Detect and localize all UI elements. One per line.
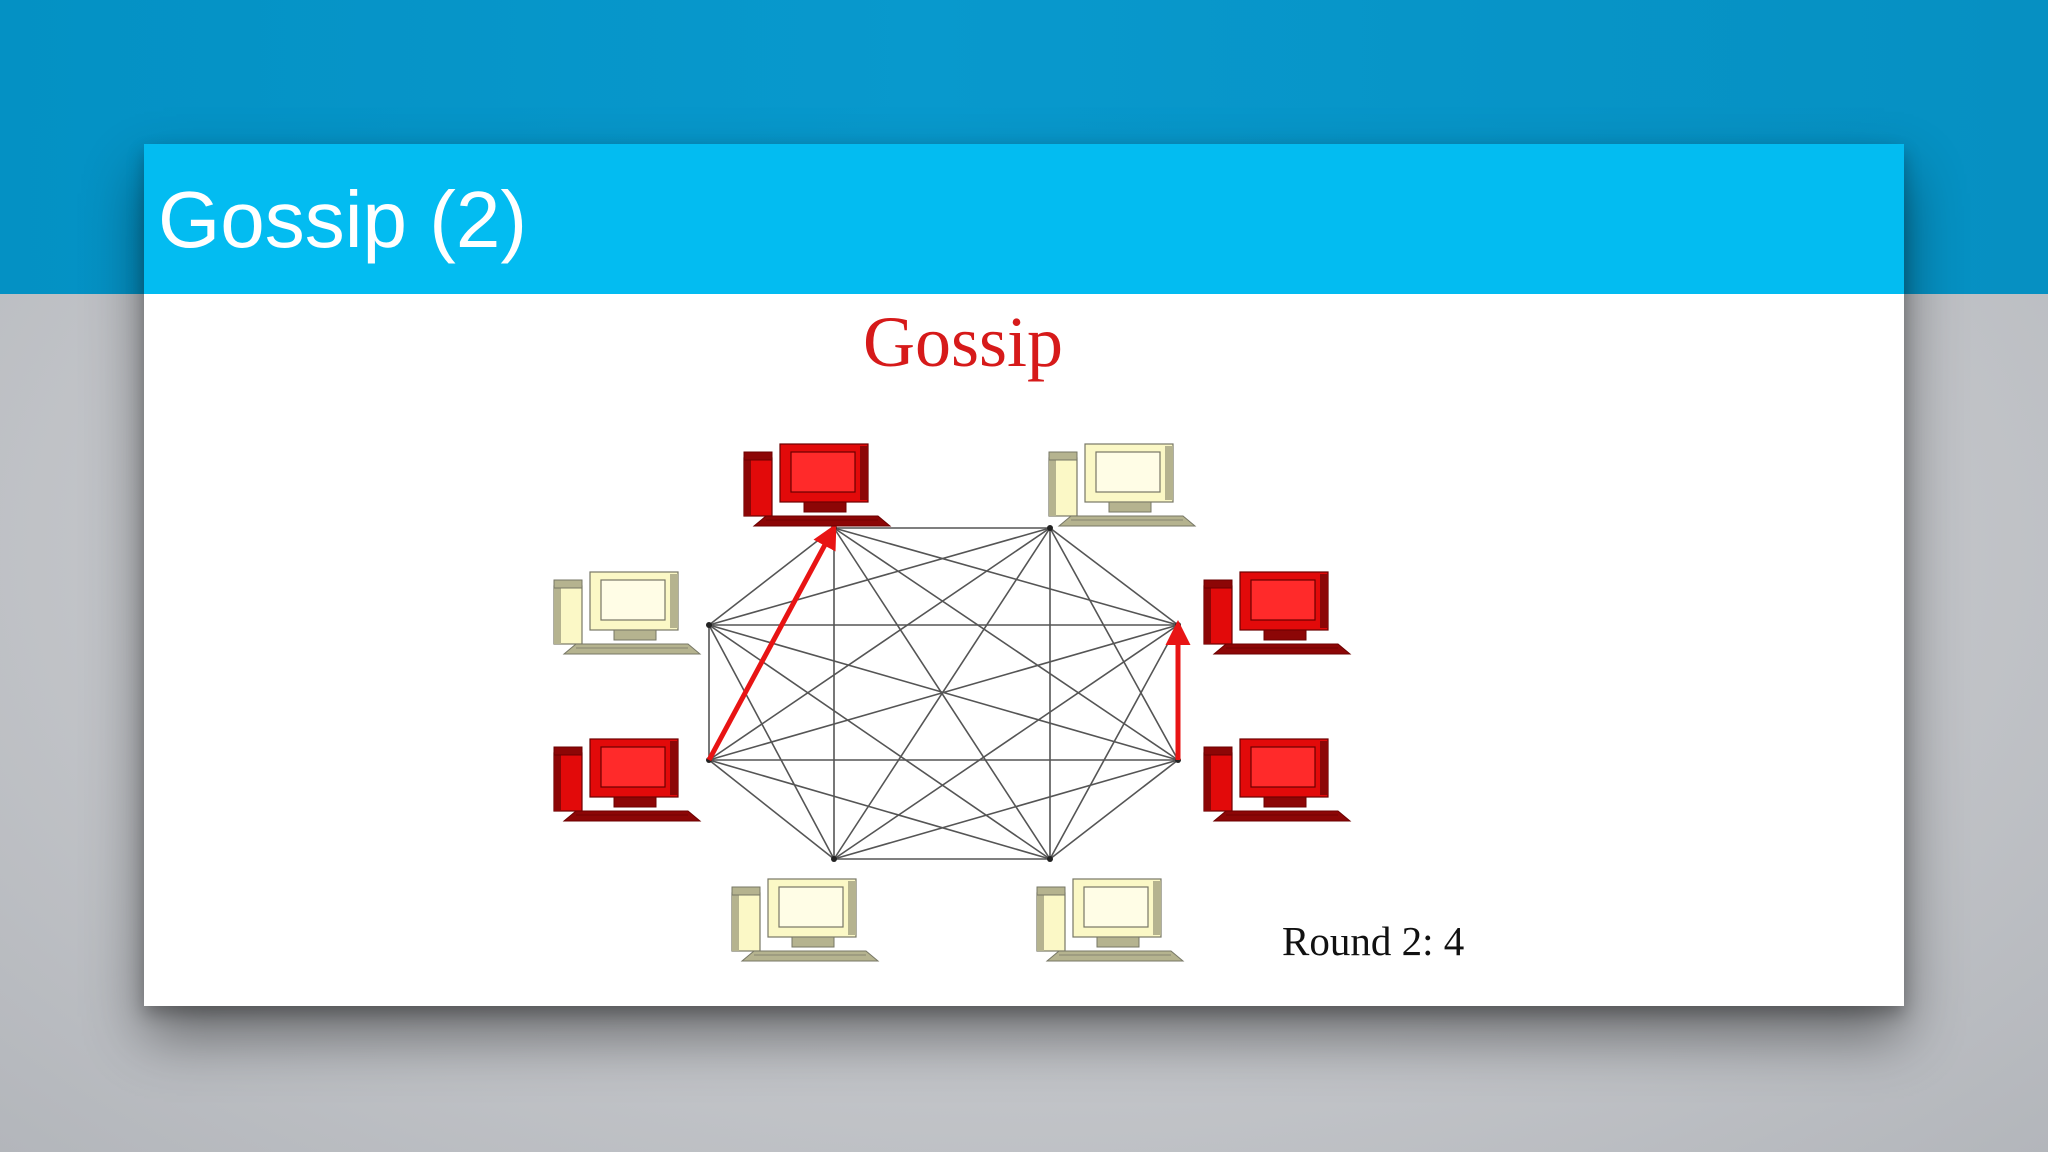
computer-icon: [1203, 571, 1352, 655]
graph-vertex-1: [1047, 525, 1053, 531]
gossip-layer: [706, 523, 1191, 762]
graph-edge-2-5: [833, 624, 1179, 860]
slide-title: Gossip (2): [158, 175, 527, 264]
graph-edge-1-7: [708, 527, 1051, 626]
graph-vertex-5: [831, 856, 837, 862]
computer-icon: [1048, 443, 1197, 527]
graph-edge-4-6: [708, 759, 1051, 860]
computer-icon: [1203, 738, 1352, 822]
computer-icon: [731, 878, 880, 962]
slide-card: Gossip (2) Gossip Round 2: 4: [144, 144, 1904, 1006]
graph-edge-0-2: [833, 527, 1179, 626]
title-band: Gossip (2): [144, 144, 1904, 294]
graph-edge-4-7: [708, 624, 1051, 860]
graph-edge-5-6: [708, 759, 835, 860]
graph-edge-0-3: [833, 527, 1179, 761]
nodes-layer: [553, 443, 1352, 962]
graph-edge-1-6: [708, 527, 1051, 761]
diagram-heading: Gossip: [863, 302, 1063, 382]
computer-icon: [553, 738, 702, 822]
graph-edge-3-4: [1049, 759, 1179, 860]
gossip-diagram: Gossip Round 2: 4: [553, 302, 1464, 964]
round-label: Round 2: 4: [1282, 918, 1464, 964]
graph-vertex-4: [1047, 856, 1053, 862]
graph-edge-0-7: [708, 527, 835, 626]
computer-icon: [553, 571, 702, 655]
graph-edge-3-5: [833, 759, 1179, 860]
graph-vertex-7: [706, 622, 712, 628]
edges-layer: [706, 525, 1181, 862]
graph-edge-5-7: [708, 624, 835, 860]
graph-edge-3-7: [708, 624, 1179, 761]
graph-edge-1-2: [1049, 527, 1179, 626]
computer-icon: [1036, 878, 1185, 962]
computer-icon: [743, 443, 892, 527]
gossip-arrow-0: [706, 523, 837, 762]
